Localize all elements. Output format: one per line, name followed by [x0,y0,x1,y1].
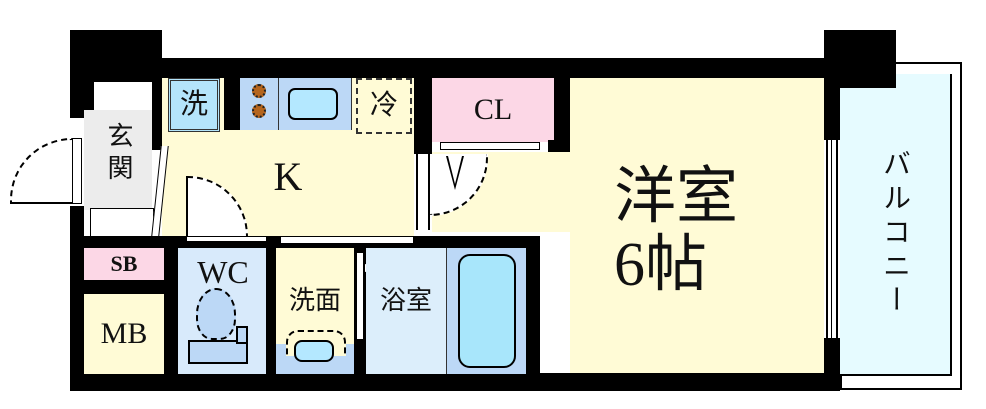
wall-right-lower [824,338,840,388]
bath-door[interactable] [356,252,364,340]
washroom-label: 洗面 [288,286,341,315]
bathroom: 浴室 [366,248,446,374]
shoe-box: SB [84,248,164,280]
western-room-size: 6帖 [614,230,708,299]
wall-entrance-right [152,80,162,150]
stove-burner-icon [252,104,266,118]
door-swing-indicator-inner [448,156,462,184]
toilet-tank-icon [188,340,248,364]
balcony-window[interactable] [826,140,838,338]
balcony: バルコニー [840,74,952,376]
wall-bath-right [526,236,540,376]
balcony-label: バルコニー [879,149,912,319]
shoe-cabinet-doors[interactable] [90,208,154,238]
western-room-door-frame [416,154,430,230]
toilet-bowl-icon [196,288,236,340]
kitchen-label: K [273,154,303,199]
kitchen-counter [240,78,352,130]
wall-kitchen-closet [414,78,432,154]
washer-label: 洗 [179,89,208,120]
wall-bottom [70,373,840,391]
wall-wc-wash [266,236,276,376]
wall-right [824,80,840,140]
bathtub-icon [458,254,516,368]
wc-door-frame [186,236,274,242]
washer-space: 洗 [168,78,220,132]
wall-closet-right [554,78,570,152]
wall-top-right-pillar-overlay [824,30,896,88]
wall-kitchen-divider [224,78,240,130]
stove-divider [278,78,279,130]
wall-sb-mb [84,280,164,294]
closet: CL [432,78,554,142]
toilet-paper-icon [236,326,248,344]
entrance: 玄関 [84,110,152,210]
meter-box-label: MB [100,317,148,350]
shoe-box-label: SB [110,251,138,276]
kitchen-sink-icon [288,88,338,120]
wall-closet-bottom [548,140,570,152]
vanity-sink-icon [294,340,334,362]
entrance-door[interactable] [10,138,72,204]
closet-sliding-door[interactable] [440,142,540,150]
wall-top [160,58,830,78]
western-room-area: 洋室 6帖 [570,78,824,373]
stove-burner-icon [252,84,266,98]
entrance-label: 玄関 [104,122,133,186]
fridge-space: 冷 [356,78,412,134]
fridge-label: 冷 [369,90,398,121]
closet-label: CL [473,93,513,126]
western-room-label: 洋室 [614,162,739,231]
meter-box: MB [84,294,164,374]
bathroom-label: 浴室 [379,286,432,315]
entrance-door-frame [72,138,82,204]
wall-mb-wc [164,236,178,376]
wall-left-lower [70,206,84,390]
balcony-window-divider [831,140,832,338]
toilet-label: WC [197,254,249,290]
wall-top-left-pillar [70,30,162,82]
washroom-door-frame[interactable] [280,236,414,244]
